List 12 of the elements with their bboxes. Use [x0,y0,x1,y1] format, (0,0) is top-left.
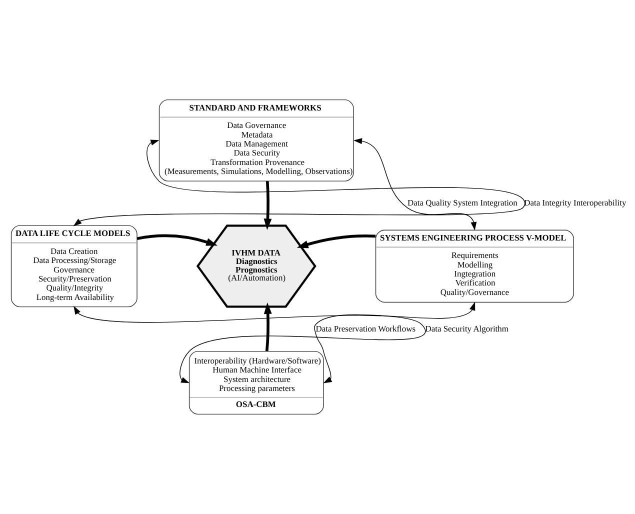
edge-label: Data Preservation Workflows [316,323,416,334]
arrow [136,234,218,246]
arrow [314,302,476,384]
arrow [73,140,526,226]
arrow [354,138,477,230]
arrow [296,234,376,248]
edge-label: Data Quality System Integration [408,198,518,208]
edge-label: Data Security Algorithm [425,323,508,334]
arrow [264,181,272,230]
arrow [264,302,272,352]
arrow [74,306,426,384]
edge-label: Data Integrity Interoperability [524,198,626,208]
